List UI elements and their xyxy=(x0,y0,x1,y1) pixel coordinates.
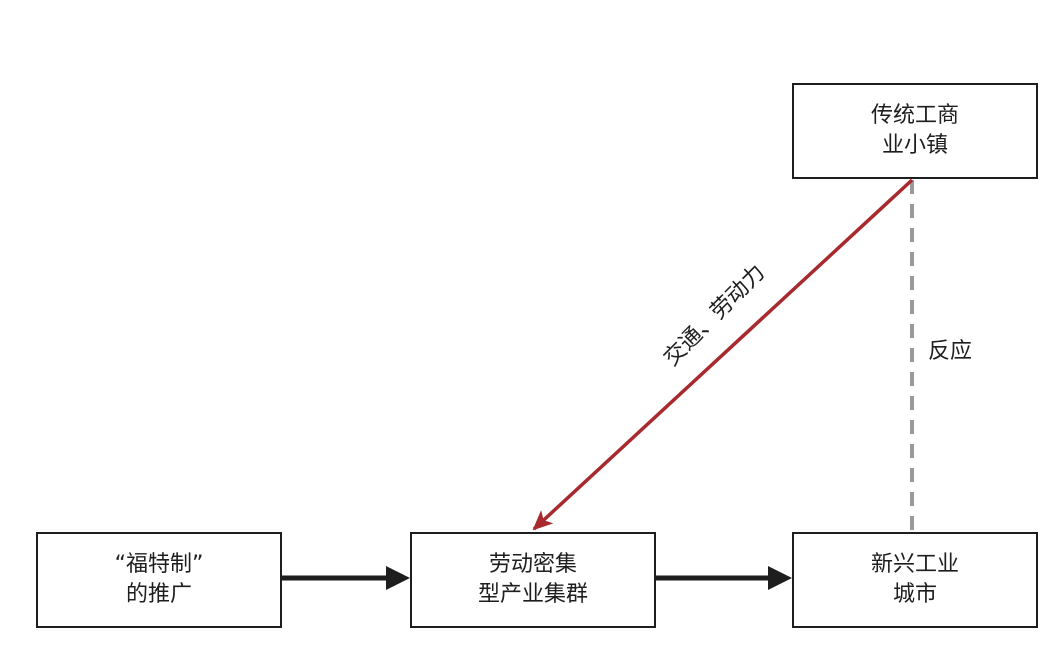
fordism-line1: “福特制” xyxy=(114,552,204,577)
traditional-town-node: 传统工商 业小镇 xyxy=(792,83,1038,179)
labor-cluster-node: 劳动密集 型产业集群 xyxy=(410,532,656,628)
reaction-label: 反应 xyxy=(928,339,973,364)
labor-cluster-line2: 型产业集群 xyxy=(477,582,588,607)
fordism-line2: 的推广 xyxy=(125,582,192,607)
industrial-city-line2: 城市 xyxy=(892,582,937,607)
industrial-city-line1: 新兴工业 xyxy=(870,552,959,577)
labor-cluster-line1: 劳动密集 xyxy=(488,552,577,577)
industrial-city-node: 新兴工业 城市 xyxy=(792,532,1038,628)
ford-to-labor-arrowhead xyxy=(386,566,410,590)
traditional-town-line1: 传统工商 xyxy=(870,103,959,128)
transport-labor-arrow xyxy=(532,178,914,531)
fordism-node: “福特制” 的推广 xyxy=(36,532,282,628)
labor-to-industrial-arrowhead xyxy=(768,566,792,590)
traditional-town-line2: 业小镇 xyxy=(881,133,948,158)
